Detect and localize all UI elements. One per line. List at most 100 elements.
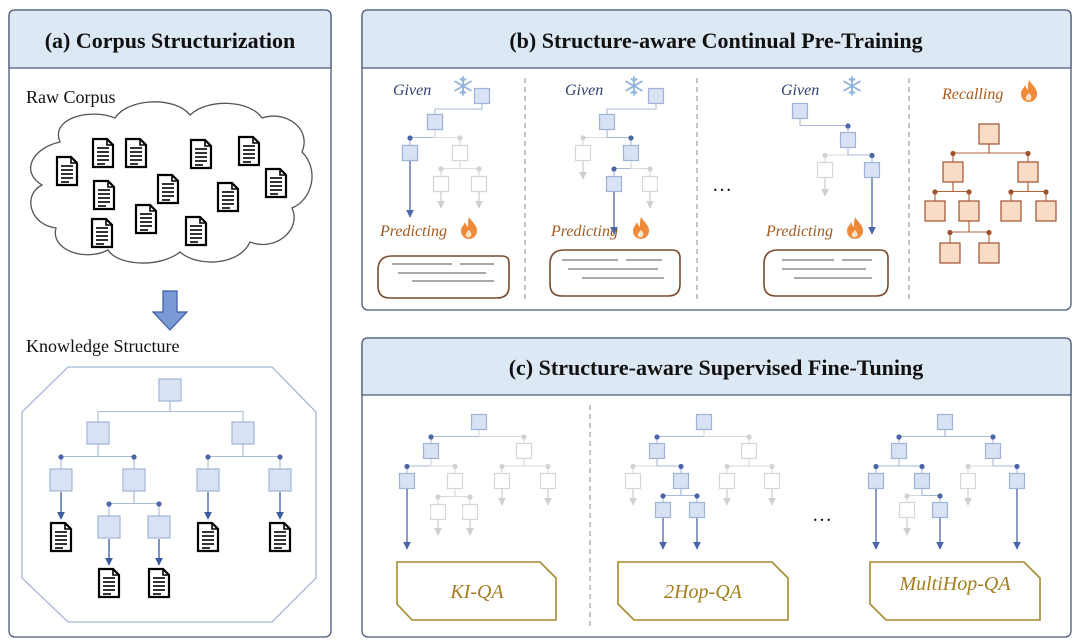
tree-edge bbox=[478, 429, 525, 444]
tree-edge-dot bbox=[58, 454, 64, 460]
tree-node bbox=[605, 175, 623, 193]
tree-edge bbox=[454, 488, 471, 505]
tree-node bbox=[429, 503, 447, 521]
tree-edge-dot bbox=[106, 501, 112, 507]
tree-node bbox=[942, 161, 964, 183]
tree-node bbox=[86, 421, 110, 445]
tree-node bbox=[898, 501, 916, 519]
tree-node bbox=[432, 175, 450, 193]
tree-edge bbox=[847, 147, 873, 163]
tree-node bbox=[695, 413, 713, 431]
document-icon bbox=[147, 567, 171, 599]
tree-node bbox=[461, 503, 479, 521]
tree-edge-dot bbox=[965, 463, 971, 470]
tree-edge-dot bbox=[947, 229, 953, 236]
tree-edge-dot bbox=[630, 463, 636, 470]
tree-node bbox=[931, 501, 949, 519]
tree-edge bbox=[988, 144, 1029, 162]
document-icon bbox=[189, 138, 213, 170]
tree-edge-dot bbox=[678, 463, 684, 470]
tree-node bbox=[839, 131, 857, 149]
tree-node bbox=[863, 161, 881, 179]
tree-node bbox=[515, 442, 533, 460]
tree-node bbox=[978, 242, 1000, 264]
panel-b: (b) Structure-aware Continual Pre-Traini… bbox=[361, 9, 1072, 311]
tree-edge bbox=[434, 129, 461, 146]
tree-node bbox=[470, 175, 488, 193]
predicting-label: Predicting bbox=[550, 223, 618, 240]
predicted-text-card bbox=[763, 249, 889, 297]
tree-edge bbox=[523, 458, 549, 474]
tree-edge-dot bbox=[869, 152, 875, 159]
tree-edge-dot bbox=[435, 494, 441, 500]
tree-edge-dot bbox=[896, 434, 902, 440]
qa-box-multihop bbox=[869, 561, 1041, 621]
document-icon bbox=[55, 155, 79, 187]
panel-c: (c) Structure-aware Supervised Fine-Tuni… bbox=[361, 337, 1072, 638]
tree-node bbox=[451, 144, 469, 162]
tree-edge-dot bbox=[452, 463, 458, 470]
tree-node bbox=[398, 472, 416, 490]
tree-node bbox=[426, 113, 444, 131]
tree-edge bbox=[952, 182, 970, 201]
tree-edge bbox=[169, 401, 244, 422]
tree-node bbox=[936, 413, 954, 431]
tree-edge bbox=[656, 458, 682, 474]
document-icon bbox=[196, 521, 220, 553]
tree-node bbox=[624, 472, 642, 490]
recalling-label: Recalling bbox=[941, 86, 1003, 103]
knowledge-tree bbox=[49, 378, 292, 599]
tree-node bbox=[984, 442, 1002, 460]
tree-edge-dot bbox=[660, 493, 666, 499]
tree-edge bbox=[434, 103, 483, 115]
tree-edge-dot bbox=[919, 463, 925, 470]
tree-node bbox=[913, 472, 931, 490]
document-icon bbox=[184, 215, 208, 247]
tree-edge-dot bbox=[647, 166, 653, 172]
tree-edge-dot bbox=[937, 493, 943, 499]
tree-edge bbox=[944, 429, 994, 444]
tree-node bbox=[539, 472, 557, 490]
document-icon bbox=[216, 181, 240, 213]
tree-edge bbox=[799, 118, 849, 133]
tree-edge-dot bbox=[499, 463, 505, 470]
given-label: Given bbox=[781, 82, 819, 99]
ellipsis: … bbox=[812, 504, 832, 526]
tree-edge-dot bbox=[822, 152, 828, 159]
tree-node bbox=[647, 87, 665, 105]
tree-edge-dot bbox=[1043, 189, 1049, 195]
tree-edge bbox=[430, 458, 456, 474]
tree-edge bbox=[680, 488, 698, 503]
raw-corpus-label: Raw Corpus bbox=[26, 87, 116, 107]
given-label: Given bbox=[565, 82, 603, 99]
document-icon bbox=[91, 137, 115, 169]
tree-node bbox=[672, 472, 690, 490]
tree-edge bbox=[630, 160, 651, 177]
tree-edge-dot bbox=[438, 166, 444, 172]
tree-edge bbox=[748, 458, 773, 474]
tree-edge-dot bbox=[769, 463, 775, 470]
tree-node bbox=[939, 242, 961, 264]
tree-node bbox=[401, 144, 419, 162]
predicting-label: Predicting bbox=[765, 223, 833, 240]
tree-node bbox=[158, 378, 182, 402]
tree-edge-dot bbox=[904, 493, 910, 499]
tree-edge bbox=[606, 103, 657, 115]
tree-edge bbox=[968, 221, 990, 243]
document-icon bbox=[268, 521, 292, 553]
qa-box-label: 2Hop-QA bbox=[664, 581, 743, 603]
tree-edge-dot bbox=[628, 135, 634, 141]
tree-edge-dot bbox=[1008, 189, 1014, 195]
panel-a: (a) Corpus Structurization Raw Corpus Kn… bbox=[8, 9, 332, 638]
tree-node bbox=[231, 421, 255, 445]
tree-edge bbox=[242, 444, 281, 469]
tree-edge bbox=[133, 491, 160, 516]
document-icon bbox=[237, 135, 261, 167]
tree-node bbox=[688, 501, 706, 519]
tree-node bbox=[622, 144, 640, 162]
tree-edge-dot bbox=[428, 434, 434, 440]
tree-node bbox=[924, 200, 946, 222]
ellipsis: … bbox=[712, 174, 732, 196]
tree-node bbox=[1000, 200, 1022, 222]
tree-node bbox=[763, 472, 781, 490]
